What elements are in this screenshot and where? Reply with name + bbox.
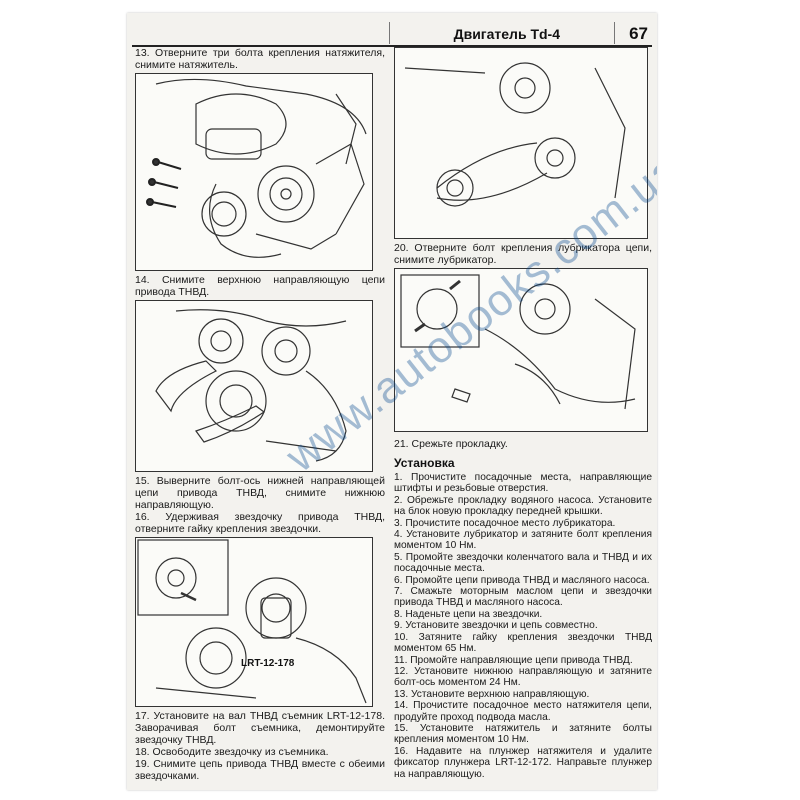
caption-16: 16. Удерживая звездочку привода ТНВД, от… (135, 511, 385, 535)
figure-sprocket-puller: LRT-12-178 (135, 537, 373, 707)
header-rule (132, 45, 652, 47)
tensioner-illustration (146, 78, 367, 258)
section-title: Установка (394, 456, 455, 470)
step-item: 4. Установите лубрикатор и затяните болт… (394, 529, 652, 552)
upper-guide-illustration (155, 309, 347, 462)
step-item: 14. Прочистите посадочное место натяжите… (394, 700, 652, 723)
figure-upper-guide (135, 300, 373, 472)
page-header: Двигатель Td-4 67 (132, 18, 652, 47)
running-title: Двигатель Td-4 (453, 26, 560, 42)
step-item: 9. Установите звездочки и цепь совместно… (394, 620, 598, 632)
step-item: 7. Смажьте моторным маслом цепи и звездо… (394, 586, 652, 609)
figure-tensioner (135, 73, 373, 271)
lubricator-illustration (404, 62, 626, 207)
caption-15: 15. Выверните болт-ось нижней направляющ… (135, 475, 385, 511)
caption-17: 17. Установите на вал ТНВД съемник LRT-1… (135, 710, 385, 746)
page-number: 67 (629, 24, 648, 43)
step-item: 15. Установите натяжитель и затяните бол… (394, 722, 652, 746)
step-item: 13. Установите верхнюю направляющую. (394, 688, 590, 700)
step-item: 5. Промойте звездочки коленчатого вала и… (394, 551, 652, 575)
caption-14: 14. Снимите верхнюю направляющую цепи пр… (135, 274, 385, 298)
caption-18: 18. Освободите звездочку из съемника. (135, 746, 329, 758)
installation-steps: 1. Прочистите посадочные места, направля… (394, 472, 652, 780)
left-column: 13. Отверните три болта крепления натяжи… (135, 47, 385, 782)
right-column: 20. Отверните болт крепления лубрикатора… (394, 47, 652, 780)
book-page: Двигатель Td-4 67 13. Отверните три болт… (127, 13, 657, 790)
caption-21: 21. Срежьте прокладку. (394, 438, 508, 450)
figure-gasket (394, 268, 648, 432)
sprocket-puller-illustration: LRT-12-178 (137, 539, 367, 704)
header-divider (614, 22, 615, 44)
step-item: 12. Установите нижнюю направляющую и зат… (394, 665, 652, 689)
step-item: 1. Прочистите посадочные места, направля… (394, 472, 652, 495)
header-divider (389, 22, 390, 44)
gasket-illustration (400, 274, 636, 410)
caption-20: 20. Отверните болт крепления лубрикатора… (394, 242, 652, 266)
step-item: 6. Промойте цепи привода ТНВД и масляног… (394, 574, 650, 586)
caption-19: 19. Снимите цепь привода ТНВД вместе с о… (135, 758, 385, 782)
puller-tool-label: LRT-12-178 (241, 658, 295, 669)
step-item: 8. Наденьте цепи на звездочки. (394, 608, 543, 620)
caption-13: 13. Отверните три болта крепления натяжи… (135, 47, 385, 71)
step-item: 2. Обрежьте прокладку водяного насоса. У… (394, 494, 652, 518)
step-item: 3. Прочистите посадочное место лубрикато… (394, 517, 616, 529)
step-item: 16. Надавите на плунжер натяжителя и уда… (394, 745, 652, 780)
step-item: 10. Затяните гайку крепления звездочки Т… (394, 631, 652, 655)
figure-lubricator (394, 47, 648, 239)
step-item: 11. Промойте направляющие цепи привода Т… (394, 654, 633, 666)
